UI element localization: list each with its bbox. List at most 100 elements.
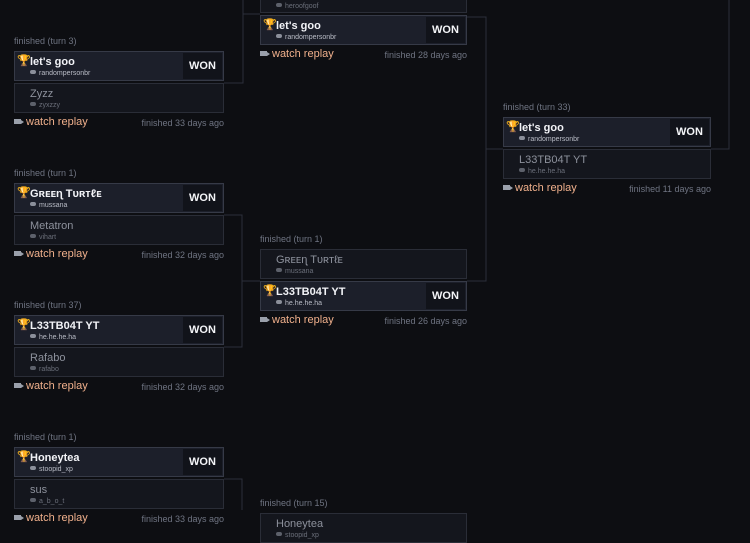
- player-name: Metatron: [30, 220, 74, 232]
- trophy-icon: 🏆: [17, 319, 31, 331]
- match-footer: watch replay finished 33 days ago: [14, 114, 224, 130]
- discord-icon: [519, 136, 525, 141]
- watch-replay-link[interactable]: watch replay: [260, 314, 334, 326]
- player-name: L33TB04T YT: [30, 320, 100, 332]
- match-status: finished (turn 3): [14, 36, 77, 46]
- loser-slot[interactable]: sus a_b_o_t: [14, 479, 224, 509]
- finished-time: finished 33 days ago: [141, 514, 224, 524]
- player-handle: randompersonbr: [276, 34, 336, 41]
- player-name: let's goo: [519, 122, 564, 134]
- player-name: Rafabo: [30, 352, 66, 364]
- winner-slot[interactable]: 🏆 L33TB04T YT he.he.he.ha WON: [260, 281, 467, 311]
- player-handle: zyxzzy: [30, 102, 60, 109]
- player-name: L33TB04T YT: [519, 154, 588, 166]
- watch-replay-link[interactable]: watch replay: [14, 248, 88, 260]
- trophy-icon: 🏆: [17, 187, 31, 199]
- winner-slot[interactable]: 🏆 let's goo randompersonbr WON: [503, 117, 711, 147]
- loser-slot[interactable]: L33TB04T YT he.he.he.ha: [503, 149, 711, 179]
- player-handle: vihart: [30, 234, 56, 241]
- player-handle: rafabo: [30, 366, 59, 373]
- player-handle: stoopid_xp: [30, 466, 73, 473]
- won-badge: WON: [183, 185, 222, 211]
- player-name: Gʀᴇᴇɳ Tᴜʀᴛℓᴇ: [30, 188, 102, 200]
- discord-icon: [276, 532, 282, 537]
- player-name: Honeytea: [276, 518, 324, 530]
- player-name: L33TB04T YT: [276, 286, 346, 298]
- camera-icon: [260, 50, 270, 56]
- player-name: Gʀᴇᴇɳ Tᴜʀᴛℓᴇ: [276, 254, 343, 266]
- match-status: finished (turn 33): [503, 102, 571, 112]
- camera-icon: [14, 382, 24, 388]
- winner-slot[interactable]: 🏆 Honeytea stoopid_xp WON: [14, 447, 224, 477]
- discord-icon: [30, 102, 36, 107]
- trophy-icon: 🏆: [263, 285, 277, 297]
- camera-icon: [14, 118, 24, 124]
- match-status: finished (turn 15): [260, 498, 328, 508]
- watch-replay-link[interactable]: watch replay: [14, 512, 88, 524]
- loser-slot[interactable]: Honeytea stoopid_xp: [260, 513, 467, 543]
- match-footer: watch replay finished 28 days ago: [260, 46, 467, 62]
- finished-time: finished 11 days ago: [629, 184, 711, 194]
- winner-slot[interactable]: 🏆 let's goo randompersonbr WON: [260, 15, 467, 45]
- trophy-icon: 🏆: [17, 451, 31, 463]
- match-status: finished (turn 1): [260, 234, 323, 244]
- winner-slot[interactable]: 🏆 Gʀᴇᴇɳ Tᴜʀᴛℓᴇ mussana WON: [14, 183, 224, 213]
- finished-time: finished 33 days ago: [141, 118, 224, 128]
- player-handle: randompersonbr: [30, 70, 90, 77]
- won-badge: WON: [670, 119, 709, 145]
- watch-replay-link[interactable]: watch replay: [14, 116, 88, 128]
- discord-icon: [30, 466, 36, 471]
- player-handle: mussana: [276, 268, 313, 275]
- player-name: let's goo: [276, 20, 321, 32]
- camera-icon: [260, 316, 270, 322]
- trophy-icon: 🏆: [506, 121, 520, 133]
- watch-replay-link[interactable]: watch replay: [503, 182, 577, 194]
- player-name: let's goo: [30, 56, 75, 68]
- discord-icon: [30, 366, 36, 371]
- match-footer: watch replay finished 26 days ago: [260, 312, 467, 328]
- winner-slot[interactable]: 🏆 L33TB04T YT he.he.he.ha WON: [14, 315, 224, 345]
- player-handle: he.he.he.ha: [519, 168, 565, 175]
- loser-slot[interactable]: heroofgoof: [260, 0, 467, 13]
- loser-slot[interactable]: Gʀᴇᴇɳ Tᴜʀᴛℓᴇ mussana: [260, 249, 467, 279]
- trophy-icon: 🏆: [17, 55, 31, 67]
- match-r3-1: finished (turn 33) 🏆 let's goo randomper…: [503, 102, 711, 196]
- player-name: Honeytea: [30, 452, 80, 464]
- won-badge: WON: [183, 53, 222, 79]
- discord-icon: [30, 498, 36, 503]
- match-status: finished (turn 1): [14, 432, 77, 442]
- watch-replay-link[interactable]: watch replay: [14, 380, 88, 392]
- match-status: finished (turn 1): [14, 168, 77, 178]
- match-r1-2: finished (turn 1) 🏆 Gʀᴇᴇɳ Tᴜʀᴛℓᴇ mussana…: [14, 168, 224, 262]
- match-footer: watch replay finished 11 days ago: [503, 180, 711, 196]
- watch-replay-link[interactable]: watch replay: [260, 48, 334, 60]
- discord-icon: [276, 300, 282, 305]
- won-badge: WON: [426, 283, 465, 309]
- discord-icon: [276, 34, 282, 39]
- loser-slot[interactable]: Metatron vihart: [14, 215, 224, 245]
- match-r2-2: finished (turn 1) Gʀᴇᴇɳ Tᴜʀᴛℓᴇ mussana 🏆…: [260, 234, 467, 328]
- loser-slot[interactable]: Zyzz zyxzzy: [14, 83, 224, 113]
- player-handle: a_b_o_t: [30, 498, 64, 505]
- match-r2-3: finished (turn 15) Honeytea stoopid_xp: [260, 498, 467, 543]
- discord-icon: [276, 268, 282, 273]
- loser-slot[interactable]: Rafabo rafabo: [14, 347, 224, 377]
- discord-icon: [30, 334, 36, 339]
- finished-time: finished 32 days ago: [141, 250, 224, 260]
- player-name: sus: [30, 484, 48, 496]
- won-badge: WON: [183, 317, 222, 343]
- camera-icon: [14, 250, 24, 256]
- match-footer: watch replay finished 33 days ago: [14, 510, 224, 526]
- player-handle: heroofgoof: [276, 3, 318, 10]
- player-handle: stoopid_xp: [276, 532, 319, 539]
- winner-slot[interactable]: 🏆 let's goo randompersonbr WON: [14, 51, 224, 81]
- discord-icon: [276, 3, 282, 8]
- player-handle: he.he.he.ha: [30, 334, 76, 341]
- player-handle: mussana: [30, 202, 67, 209]
- discord-icon: [30, 202, 36, 207]
- match-r1-4: finished (turn 1) 🏆 Honeytea stoopid_xp …: [14, 432, 224, 526]
- trophy-icon: 🏆: [263, 19, 277, 31]
- match-footer: watch replay finished 32 days ago: [14, 246, 224, 262]
- match-r1-3: finished (turn 37) 🏆 L33TB04T YT he.he.h…: [14, 300, 224, 394]
- camera-icon: [14, 514, 24, 520]
